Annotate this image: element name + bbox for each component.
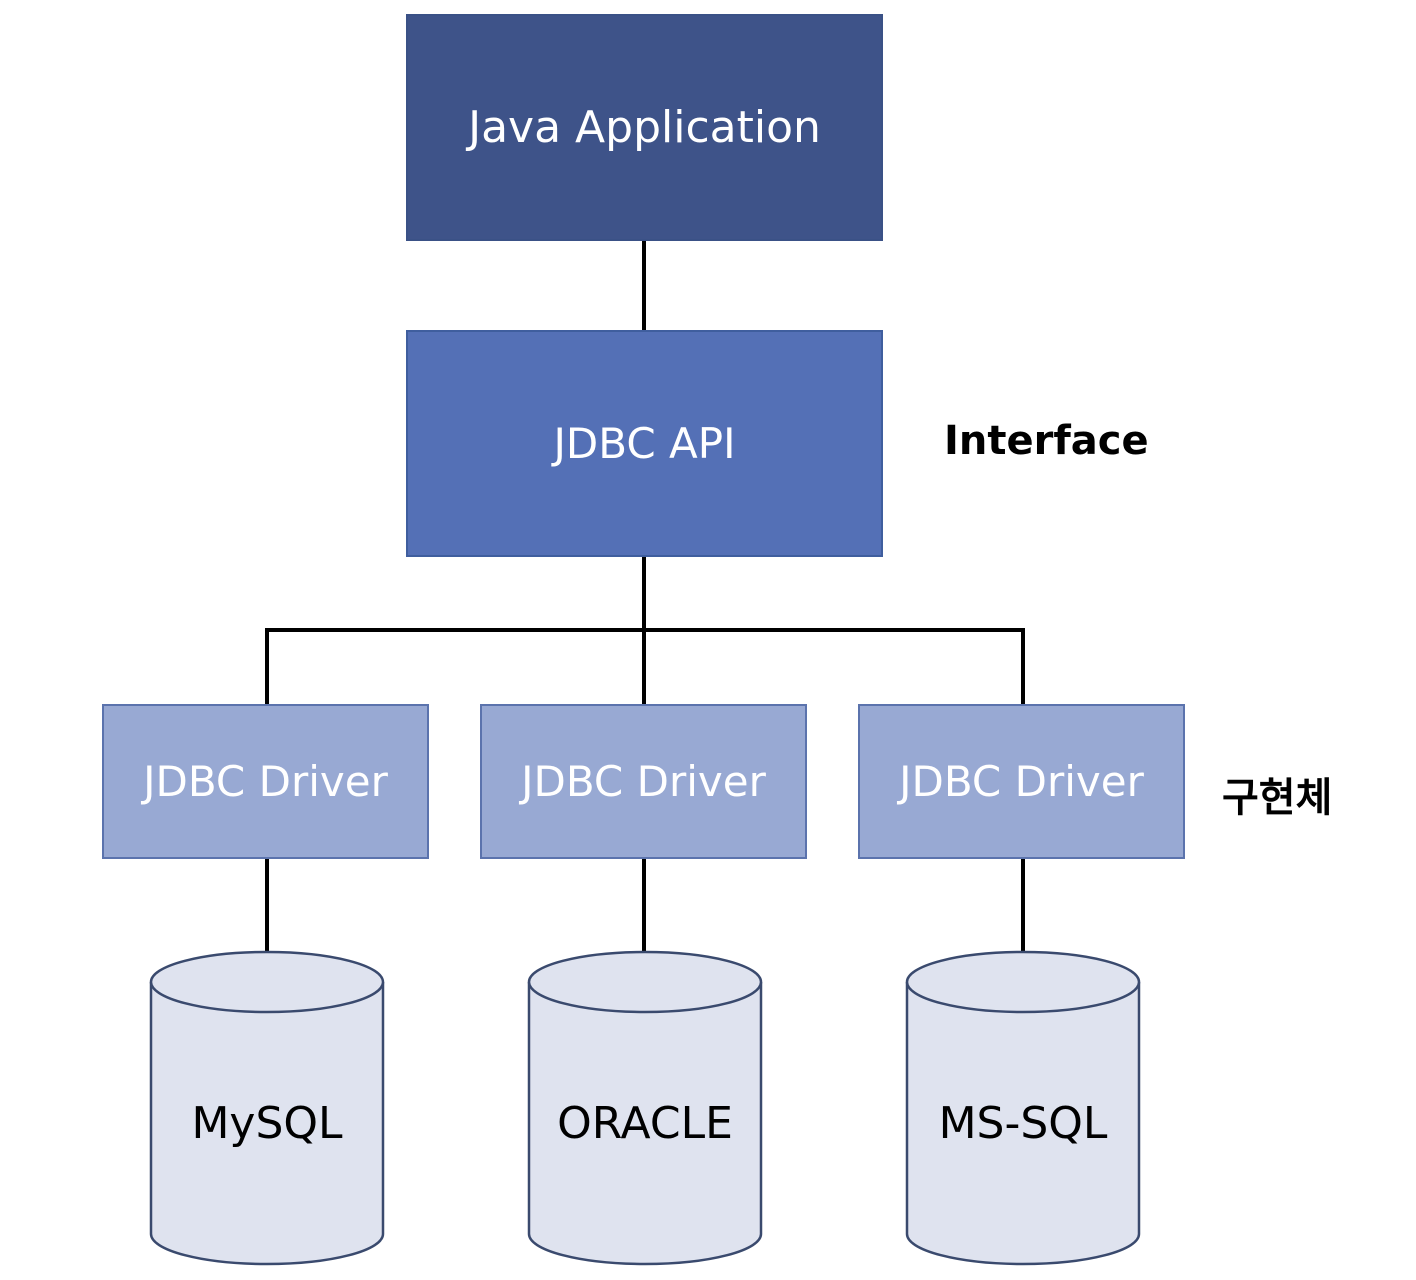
interface-label: Interface [944, 418, 1149, 464]
jdbc-driver-box: JDBC Driver [480, 704, 807, 859]
connector-driver-db-2 [642, 859, 646, 954]
java-application-label: Java Application [468, 102, 821, 153]
database-label: MySQL [191, 1098, 343, 1149]
connector-driver-bus [265, 628, 1025, 632]
connector-driver-db-1 [265, 859, 269, 954]
java-application-box: Java Application [406, 14, 883, 241]
connector-app-api [642, 241, 646, 330]
connector-driver-db-3 [1021, 859, 1025, 954]
oracle-database-cylinder: ORACLE [527, 950, 763, 1266]
database-cylinder-icon [905, 950, 1141, 1266]
jdbc-driver-label: JDBC Driver [143, 757, 388, 806]
ms-sql-database-cylinder: MS-SQL [905, 950, 1141, 1266]
connector-bus-driver-3 [1021, 628, 1025, 704]
implementation-label: 구현체 [1222, 775, 1333, 821]
jdbc-driver-box: JDBC Driver [102, 704, 429, 859]
jdbc-driver-box: JDBC Driver [858, 704, 1185, 859]
connector-bus-driver-1 [265, 628, 269, 704]
database-cylinder-icon [527, 950, 763, 1266]
jdbc-api-label: JDBC API [553, 419, 736, 468]
database-label: MS-SQL [938, 1098, 1108, 1149]
database-label: ORACLE [557, 1098, 733, 1149]
jdbc-driver-label: JDBC Driver [899, 757, 1144, 806]
database-cylinder-icon [149, 950, 385, 1266]
mysql-database-cylinder: MySQL [149, 950, 385, 1266]
jdbc-api-box: JDBC API [406, 330, 883, 557]
jdbc-driver-label: JDBC Driver [521, 757, 766, 806]
